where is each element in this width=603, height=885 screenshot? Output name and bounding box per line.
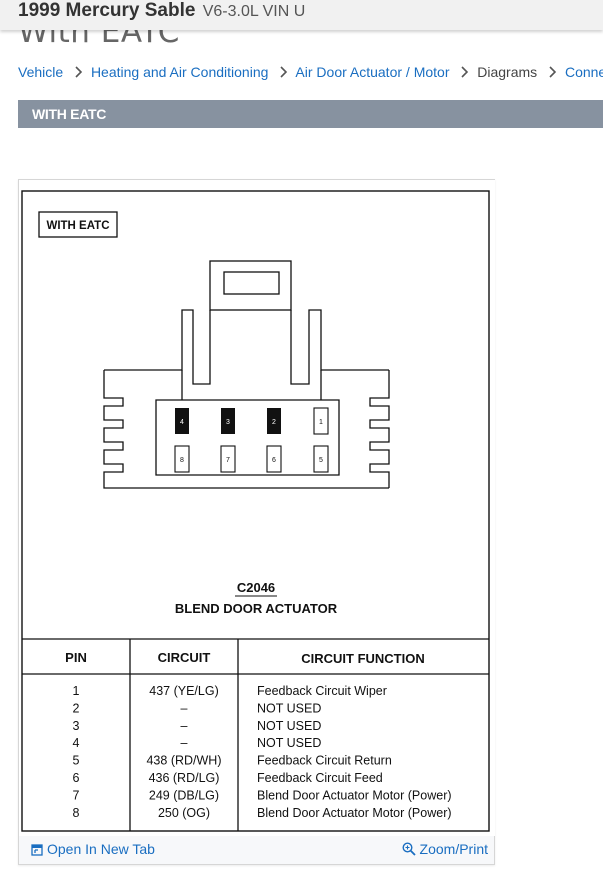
table-cell-pin: 4: [73, 736, 80, 750]
table-cell-circuit: 437 (YE/LG): [149, 684, 218, 698]
pin-label: 7: [226, 457, 230, 464]
connector-body: [103, 260, 390, 489]
card-footer: Open In New Tab Zoom/Print: [19, 836, 494, 864]
pin-label: 1: [319, 419, 323, 426]
table-rows: 1 437 (YE/LG) Feedback Circuit Wiper 2 – NOT …: [73, 684, 452, 820]
zoom-print-link[interactable]: Zoom/Print: [402, 841, 488, 857]
vehicle-engine: V6-3.0L VIN U: [202, 3, 306, 20]
vehicle-name: 1999 Mercury Sable: [18, 0, 196, 21]
chevron-right-icon: [75, 66, 83, 78]
pin-2-cavity: [267, 408, 281, 434]
table-cell-circuit: 438 (RD/WH): [146, 754, 221, 768]
breadcrumb-air-door-actuator[interactable]: Air Door Actuator / Motor: [295, 64, 450, 80]
table-cell-function: Blend Door Actuator Motor (Power): [257, 806, 452, 820]
zoom-print-label: Zoom/Print: [419, 841, 488, 857]
diagram-label: WITH EATC: [46, 220, 109, 232]
bottom-pin-row: 8 7 6 5: [174, 445, 329, 473]
chevron-right-icon: [461, 66, 469, 78]
pin-8-cavity: [174, 445, 190, 473]
pin-6-cavity: [266, 445, 282, 473]
table-header-function: CIRCUIT FUNCTION: [301, 651, 425, 666]
table-cell-circuit: 250 (OG): [158, 806, 210, 820]
table-cell-function: NOT USED: [257, 719, 321, 733]
pin-label: 3: [226, 419, 230, 426]
table-cell-pin: 6: [73, 771, 80, 785]
table-cell-pin: 1: [73, 684, 80, 698]
table-cell-function: Feedback Circuit Feed: [257, 771, 383, 785]
open-tab-label: Open In New Tab: [47, 841, 155, 857]
breadcrumb-heating-ac[interactable]: Heating and Air Conditioning: [90, 64, 269, 80]
table-cell-circuit: 436 (RD/LG): [149, 771, 220, 785]
chevron-right-icon: [549, 66, 557, 78]
pin-label: 4: [180, 419, 184, 426]
breadcrumb: Vehicle Heating and Air Conditioning Air…: [18, 64, 603, 82]
table-cell-circuit: –: [181, 701, 188, 715]
diagram-card: WITH EATC 4 3 2 1: [18, 179, 495, 865]
table-cell-circuit: –: [181, 736, 188, 750]
diagram-frame: [21, 190, 490, 832]
breadcrumb-vehicle[interactable]: Vehicle: [18, 64, 64, 80]
pin-label: 6: [272, 457, 276, 464]
pin-label: 2: [272, 419, 276, 426]
section-title: WITH EATC: [32, 106, 107, 122]
vehicle-title: 1999 Mercury Sable V6-3.0L VIN U: [18, 0, 305, 22]
connector-diagram[interactable]: WITH EATC 4 3 2 1: [19, 180, 495, 836]
table-cell-function: Feedback Circuit Return: [257, 754, 392, 768]
table-cell-pin: 3: [73, 719, 80, 733]
open-in-new-tab-link[interactable]: Open In New Tab: [31, 841, 155, 857]
pin-7-cavity: [220, 445, 236, 473]
diagram-label-box: [38, 211, 118, 238]
table-header-pin: PIN: [65, 650, 87, 665]
pin-table: PIN CIRCUIT CIRCUIT FUNCTION 1 437 (YE/LG…: [22, 638, 489, 831]
table-cell-pin: 5: [73, 754, 80, 768]
pin-3-cavity: [221, 408, 235, 434]
pin-4-cavity: [175, 408, 189, 434]
connector-name: BLEND DOOR ACTUATOR: [175, 601, 338, 616]
pin-1-cavity: [313, 407, 329, 435]
top-pin-row: 4 3 2 1: [175, 407, 329, 435]
pin-label: 8: [180, 457, 184, 464]
table-header-circuit: CIRCUIT: [158, 650, 211, 665]
open-tab-icon: [31, 844, 43, 856]
zoom-icon: [402, 842, 416, 856]
table-cell-pin: 7: [73, 788, 80, 802]
table-cell-circuit: –: [181, 719, 188, 733]
pin-5-cavity: [313, 445, 329, 473]
table-cell-pin: 8: [73, 806, 80, 820]
table-cell-function: Blend Door Actuator Motor (Power): [257, 788, 452, 802]
pin-label: 5: [319, 457, 323, 464]
breadcrumb-diagrams: Diagrams: [477, 64, 538, 80]
table-cell-function: NOT USED: [257, 736, 321, 750]
connector-id: C2046: [237, 580, 275, 595]
table-cell-circuit: 249 (DB/LG): [149, 788, 219, 802]
breadcrumb-connector[interactable]: Connector: [564, 64, 603, 80]
table-cell-pin: 2: [73, 701, 80, 715]
table-cell-function: NOT USED: [257, 701, 321, 715]
table-cell-function: Feedback Circuit Wiper: [257, 684, 387, 698]
top-bar: 1999 Mercury Sable V6-3.0L VIN U: [0, 0, 603, 30]
diagram-svg: WITH EATC 4 3 2 1: [19, 180, 495, 836]
section-header: WITH EATC: [18, 100, 603, 128]
chevron-right-icon: [280, 66, 288, 78]
